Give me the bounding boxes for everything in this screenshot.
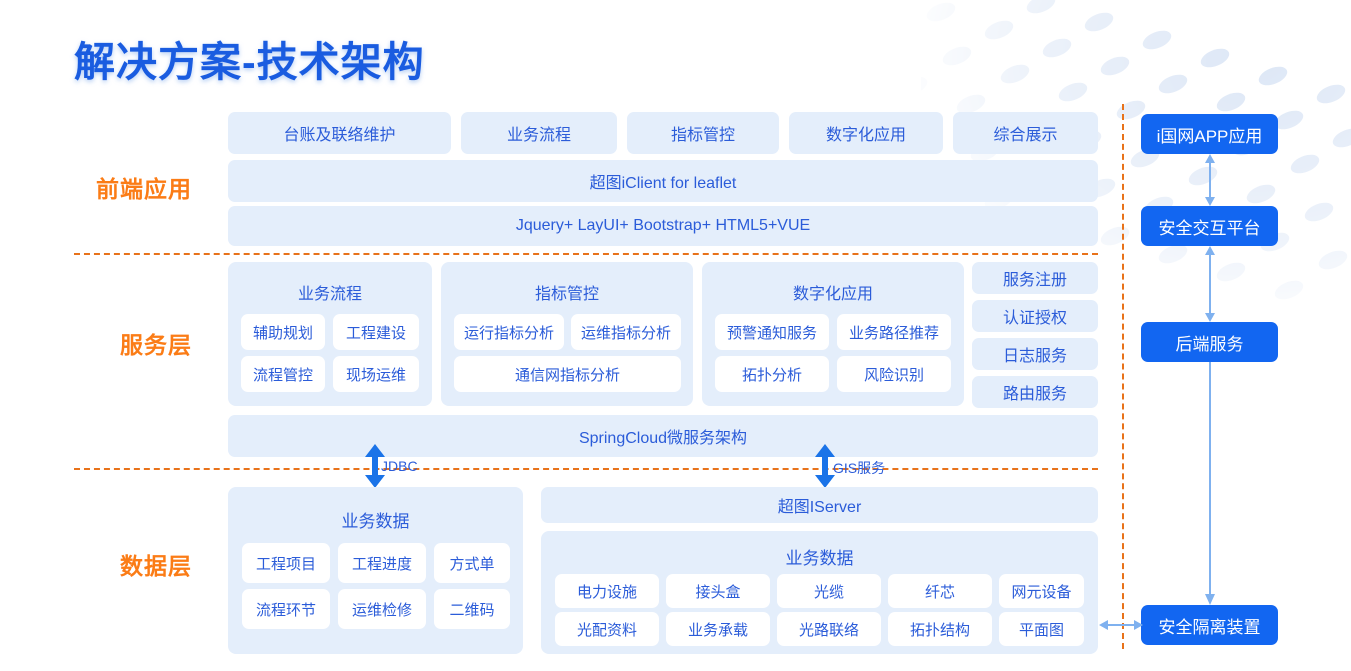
data-chip-network-element[interactable]: 网元设备: [999, 574, 1084, 608]
service-chip-alert-notify[interactable]: 预警通知服务: [715, 314, 829, 350]
service-group-kpi: 指标管控 运行指标分析 运维指标分析 通信网指标分析: [441, 262, 693, 406]
service-group-kpi-title: 指标管控: [534, 286, 599, 303]
data-chip-fiber-core[interactable]: 纤芯: [888, 574, 992, 608]
frontend-tech-stack-bar[interactable]: Jquery+ LayUI+ Bootstrap+ HTML5+VUE: [228, 206, 1098, 246]
data-chip-maintenance[interactable]: 运维检修: [338, 589, 426, 629]
service-chip-engineering[interactable]: 工程建设: [333, 314, 419, 350]
springcloud-framework-bar[interactable]: SpringCloud微服务架构: [228, 415, 1098, 457]
data-chip-progress[interactable]: 工程进度: [338, 543, 426, 583]
data-chip-method-sheet[interactable]: 方式单: [434, 543, 510, 583]
data-to-isolation-arrow: [1099, 618, 1143, 637]
data-iserver-bar[interactable]: 超图IServer: [541, 487, 1098, 523]
frontend-module-ledger[interactable]: 台账及联络维护: [228, 112, 451, 154]
service-chip-field-ops[interactable]: 现场运维: [333, 356, 419, 392]
data-chip-optical-route[interactable]: 光路联络: [777, 612, 881, 646]
data-chip-project[interactable]: 工程项目: [242, 543, 330, 583]
service-chip-topology-analysis[interactable]: 拓扑分析: [715, 356, 829, 392]
common-service-registry[interactable]: 服务注册: [972, 262, 1098, 294]
data-chip-process-node[interactable]: 流程环节: [242, 589, 330, 629]
service-chip-ops-kpi[interactable]: 运维指标分析: [571, 314, 681, 350]
data-chip-service-bearing[interactable]: 业务承载: [666, 612, 770, 646]
page-title: 解决方案-技术架构: [74, 39, 425, 85]
data-chip-power-facility[interactable]: 电力设施: [555, 574, 659, 608]
common-service-auth[interactable]: 认证授权: [972, 300, 1098, 332]
data-chip-optical-cable[interactable]: 光缆: [777, 574, 881, 608]
frontend-map-client-bar[interactable]: 超图iClient for leaflet: [228, 160, 1098, 202]
connector-arrow-jdbc: [363, 443, 387, 494]
data-chip-qr-code[interactable]: 二维码: [434, 589, 510, 629]
right-node-app[interactable]: i国网APP应用: [1141, 114, 1278, 154]
connector-arrow-gis: [813, 443, 837, 494]
data-chip-splice-box[interactable]: 接头盒: [666, 574, 770, 608]
data-panel-gis: 业务数据 电力设施 接头盒 光缆 纤芯 网元设备 光配资料 业务承载 光路联络 …: [541, 531, 1098, 654]
data-panel-gis-title: 业务数据: [785, 549, 854, 568]
layer-label-data: 数据层: [120, 553, 192, 579]
common-service-logging[interactable]: 日志服务: [972, 338, 1098, 370]
service-group-workflow: 业务流程 辅助规划 工程建设 流程管控 现场运维: [228, 262, 432, 406]
service-chip-route-recommend[interactable]: 业务路径推荐: [837, 314, 951, 350]
right-arrow-backend-isolation: [1203, 362, 1217, 610]
right-node-security-platform[interactable]: 安全交互平台: [1141, 206, 1278, 246]
service-chip-risk-identify[interactable]: 风险识别: [837, 356, 951, 392]
frontend-module-dashboard[interactable]: 综合展示: [953, 112, 1098, 154]
service-chip-network-kpi[interactable]: 通信网指标分析: [454, 356, 681, 392]
service-group-digital: 数字化应用 预警通知服务 业务路径推荐 拓扑分析 风险识别: [702, 262, 964, 406]
data-chip-topology-structure[interactable]: 拓扑结构: [888, 612, 992, 646]
data-chip-odf-records[interactable]: 光配资料: [555, 612, 659, 646]
data-panel-business: 业务数据 工程项目 工程进度 方式单 流程环节 运维检修 二维码: [228, 487, 523, 654]
common-service-routing[interactable]: 路由服务: [972, 376, 1098, 408]
frontend-module-kpi[interactable]: 指标管控: [627, 112, 779, 154]
data-panel-business-title: 业务数据: [341, 512, 410, 531]
service-chip-process-control[interactable]: 流程管控: [241, 356, 325, 392]
connector-label-gis: GIS服务: [833, 460, 886, 476]
service-group-digital-title: 数字化应用: [792, 286, 873, 303]
service-chip-aux-planning[interactable]: 辅助规划: [241, 314, 325, 350]
right-arrow-platform-backend: [1203, 246, 1217, 327]
right-node-isolation-device[interactable]: 安全隔离装置: [1141, 605, 1278, 645]
service-chip-runtime-kpi[interactable]: 运行指标分析: [454, 314, 564, 350]
connector-label-jdbc: JDBC: [381, 458, 418, 474]
service-group-workflow-title: 业务流程: [297, 286, 362, 303]
layer-label-frontend: 前端应用: [96, 176, 192, 202]
divider-service-data: [74, 468, 1098, 470]
layer-label-service: 服务层: [120, 332, 192, 358]
right-arrow-app-platform: [1203, 154, 1217, 211]
right-node-backend-service[interactable]: 后端服务: [1141, 322, 1278, 362]
frontend-module-digital[interactable]: 数字化应用: [789, 112, 943, 154]
data-chip-floor-plan[interactable]: 平面图: [999, 612, 1084, 646]
divider-vertical-security: [1122, 104, 1124, 649]
divider-frontend-service: [74, 253, 1098, 255]
frontend-module-workflow[interactable]: 业务流程: [461, 112, 617, 154]
